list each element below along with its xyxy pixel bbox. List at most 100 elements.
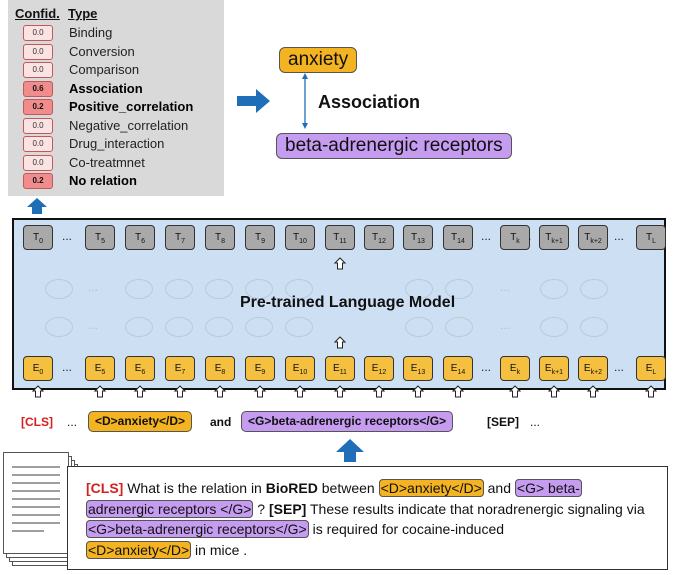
tail-entity: beta-adrenergic receptors [276, 133, 512, 159]
hidden-state-node [445, 279, 473, 299]
sentence-head-entity: <D>anxiety</D> [378, 479, 484, 497]
up-arrow-icon [333, 257, 347, 270]
sentence-head-entity-2: <D>anxiety</D> [86, 540, 192, 559]
input-cls-token: [CLS] [21, 415, 53, 429]
confidence-row: 0.6 Association [8, 80, 224, 98]
hidden-state-node [540, 279, 568, 299]
sentence-cls-token: [CLS] [86, 480, 124, 496]
token-ellipsis: ... [62, 360, 73, 374]
embedding-token: E8 [205, 356, 235, 381]
input-head-entity: <D>anxiety</D> [88, 411, 193, 432]
confidence-value: 0.0 [23, 154, 53, 171]
embedding-token: E7 [165, 356, 195, 381]
sentence-dataset-name: BioRED [265, 480, 318, 496]
confidence-value: 0.0 [23, 62, 53, 78]
sentence-sep-token: [SEP] [269, 500, 307, 517]
embedding-token: E10 [285, 356, 315, 381]
confidence-value: 0.2 [23, 99, 53, 115]
token-ellipsis: ... [614, 229, 625, 243]
model-title: Pre-trained Language Model [240, 294, 456, 311]
hidden-state-node [405, 317, 433, 337]
confidence-value: 0.6 [23, 80, 53, 97]
token-ellipsis: . [528, 229, 532, 243]
output-token: T14 [443, 225, 473, 250]
hidden-state-node [405, 279, 433, 299]
token-ellipsis: ... [481, 229, 492, 243]
input-sep-token: [SEP] [487, 415, 520, 429]
hidden-ellipsis: ... [500, 318, 511, 332]
confidence-row: 0.0 Negative_correlation [8, 117, 224, 135]
embedding-token: E14 [443, 356, 473, 381]
up-arrow-icon [547, 385, 561, 398]
output-token: T11 [325, 225, 355, 250]
output-token: T6 [125, 225, 155, 250]
up-arrow-icon [451, 385, 465, 398]
hidden-state-node [540, 317, 568, 337]
embedding-token: E5 [85, 356, 115, 381]
output-token: T7 [165, 225, 195, 250]
relation-type-label: Positive_correlation [69, 99, 194, 114]
up-arrow-icon [133, 385, 147, 398]
relation-type-label: Drug_interaction [69, 136, 165, 151]
association-double-arrow-icon [302, 73, 308, 129]
output-token: T9 [245, 225, 275, 250]
output-token: Tk+2 [578, 225, 608, 250]
hidden-state-node [285, 279, 313, 299]
sentence-text-part3: in mice . [191, 541, 248, 558]
embedding-token: E9 [245, 356, 275, 381]
confidence-value: 0.0 [23, 117, 53, 134]
up-arrow-icon [293, 385, 307, 398]
output-token: T5 [85, 225, 115, 250]
up-arrow-icon [586, 385, 600, 398]
relation-type-label: Binding [69, 25, 113, 40]
input-sentence: [CLS] What is the relation in BioRED bet… [86, 478, 660, 560]
up-arrow-icon [93, 385, 107, 398]
sentence-tail-entity-line1: <G> beta- [514, 479, 582, 497]
hidden-state-node [165, 317, 193, 337]
confidence-row: 0.0 Binding [8, 24, 224, 42]
output-token: TL [636, 225, 666, 250]
hidden-state-node [45, 317, 73, 337]
hidden-ellipsis: ... [500, 280, 511, 294]
hidden-state-node [165, 279, 193, 299]
sentence-and: and [483, 480, 515, 496]
hidden-ellipsis: ... [88, 280, 99, 294]
confidence-value: 0.0 [23, 25, 53, 41]
hidden-state-node [445, 317, 473, 337]
relation-type-label: Negative_correlation [69, 117, 189, 133]
hidden-state-node [580, 317, 608, 337]
hidden-state-node [205, 279, 233, 299]
output-token: T0 [23, 225, 53, 250]
hidden-state-node [125, 317, 153, 337]
embedding-token: E11 [325, 356, 355, 381]
document-icon [0, 450, 80, 575]
head-entity: anxiety [279, 47, 358, 73]
input-ellipsis-end: ... [530, 415, 541, 429]
embedding-token: E13 [403, 356, 433, 381]
up-arrow-icon [508, 385, 522, 398]
hidden-state-node [125, 279, 153, 299]
up-arrow-icon [253, 385, 267, 398]
hidden-state-node [580, 279, 608, 299]
up-arrow-icon [411, 385, 425, 398]
output-token: T13 [403, 225, 433, 250]
relation-type-label: Association [69, 80, 143, 96]
up-arrow-icon [333, 336, 347, 349]
embedding-token: Ek [500, 356, 530, 381]
input-arrow-icon [336, 439, 364, 462]
hidden-state-node [45, 279, 73, 299]
up-arrow-icon [213, 385, 227, 398]
hidden-ellipsis: ... [88, 318, 99, 332]
output-token: T12 [364, 225, 394, 250]
hidden-state-node [245, 279, 273, 299]
hidden-state-node [205, 317, 233, 337]
hidden-state-node [285, 317, 313, 337]
relation-type-label: Conversion [69, 43, 135, 59]
confidence-header: Confid. [15, 6, 60, 21]
sentence-question-part3: ? [253, 500, 269, 517]
